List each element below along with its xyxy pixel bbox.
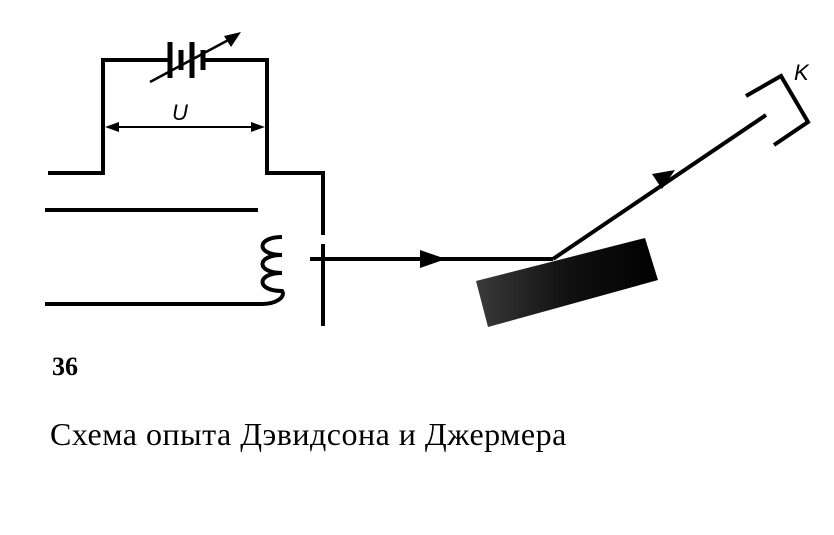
nickel-crystal bbox=[476, 238, 658, 327]
variable-arrow-head-icon bbox=[224, 32, 241, 47]
battery-circuit bbox=[48, 35, 325, 235]
variable-arrow-icon bbox=[149, 35, 235, 84]
circuit-wire bbox=[203, 58, 325, 235]
dimension-arrow-right-icon bbox=[251, 122, 265, 132]
circuit-wire bbox=[48, 58, 170, 175]
beam-arrow-icon bbox=[652, 170, 675, 189]
electron-beam bbox=[310, 113, 768, 261]
dimension-arrow-left-icon bbox=[105, 122, 119, 132]
voltage-label: U bbox=[172, 100, 188, 125]
filament-coil-icon bbox=[260, 235, 285, 306]
collector-cup bbox=[745, 73, 811, 147]
figure-number: 36 bbox=[52, 352, 78, 381]
scattered-beam bbox=[551, 113, 768, 261]
collector-label: K bbox=[794, 60, 810, 85]
beam-arrow-icon bbox=[420, 250, 446, 268]
figure-caption: Схема опыта Дэвидсона и Джермера bbox=[50, 416, 567, 452]
electron-gun bbox=[45, 208, 325, 326]
